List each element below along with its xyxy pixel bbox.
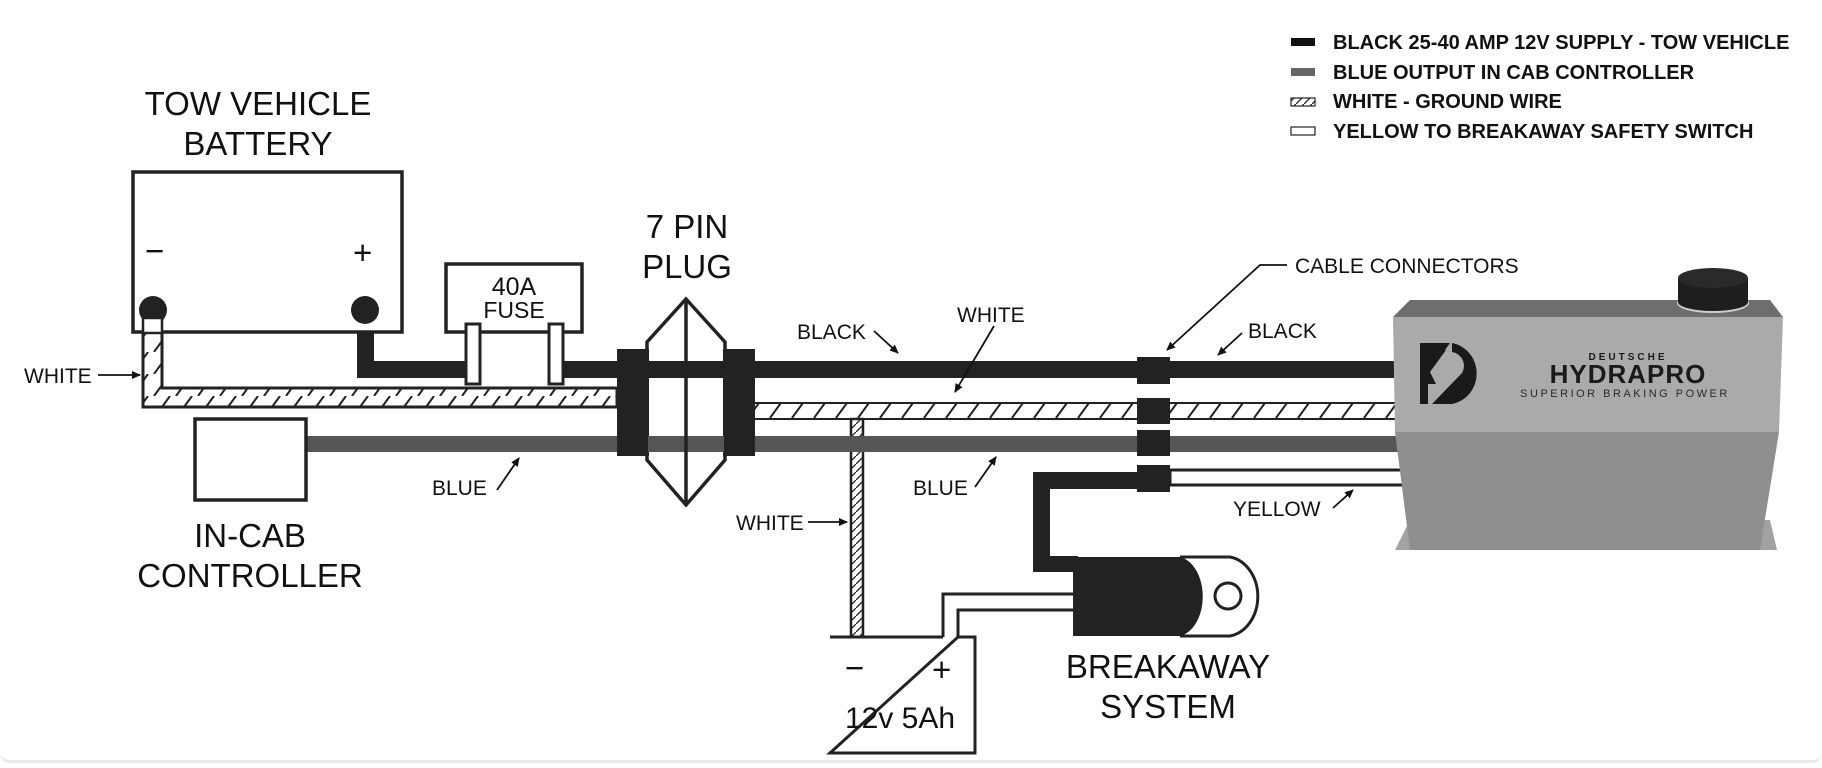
- small-battery-rating: 12v 5Ah: [845, 702, 955, 735]
- fuse-40a: 40A FUSE: [444, 262, 584, 386]
- label-black-right: BLACK: [1248, 320, 1317, 343]
- connector-yellow: [1137, 465, 1170, 492]
- black-wire-plug-to-unit: [750, 361, 1400, 378]
- legend-label-yellow: YELLOW TO BREAKAWAY SAFETY SWITCH: [1333, 121, 1753, 143]
- black-wire-fuse-to-plug: [556, 361, 621, 378]
- plug-title-2: PLUG: [642, 248, 732, 285]
- connector-blue: [1137, 430, 1170, 456]
- legend-label-white: WHITE - GROUND WIRE: [1333, 91, 1562, 113]
- blue-wire: [307, 436, 1402, 452]
- brand-tagline: SUPERIOR BRAKING POWER: [1520, 388, 1730, 400]
- tow-battery-pos-sign: +: [353, 234, 372, 271]
- legend: BLACK 25-40 AMP 12V SUPPLY - TOW VEHICLE…: [1290, 32, 1789, 143]
- legend-swatch-white: [1290, 97, 1316, 107]
- black-wire-battery-to-fuse: [357, 312, 470, 378]
- legend-label-black: BLACK 25-40 AMP 12V SUPPLY - TOW VEHICLE: [1333, 32, 1789, 54]
- breakaway-battery: − + 12v 5Ah: [826, 635, 977, 755]
- label-white-left: WHITE: [24, 365, 92, 388]
- legend-swatch-black: [1291, 38, 1315, 46]
- seven-pin-plug: 7 PIN PLUG: [617, 208, 755, 508]
- connector-black: [1137, 357, 1170, 384]
- legend-label-blue: BLUE OUTPUT IN CAB CONTROLLER: [1333, 62, 1695, 84]
- label-yellow: YELLOW: [1233, 498, 1321, 521]
- small-battery-pos-sign: +: [932, 651, 951, 688]
- legend-swatch-blue: [1291, 68, 1315, 76]
- connector-white: [1137, 398, 1170, 424]
- breakaway-pin-hole: [1213, 581, 1243, 611]
- breakaway-title-1: BREAKAWAY: [1066, 648, 1270, 685]
- controller-title-2: CONTROLLER: [137, 557, 363, 594]
- white-ground-wire-right: [752, 402, 1401, 420]
- label-black-mid: BLACK: [797, 321, 866, 344]
- label-blue-mid: BLUE: [913, 477, 968, 500]
- hydrapro-unit: DEUTSCHE HYDRAPRO SUPERIOR BRAKING POWER: [1393, 268, 1783, 550]
- controller-title-1: IN-CAB: [194, 517, 306, 554]
- black-wire-to-breakaway: [1033, 472, 1140, 572]
- tow-battery-neg-sign: −: [145, 232, 164, 269]
- label-white-mid: WHITE: [957, 304, 1025, 327]
- breakaway-title-2: SYSTEM: [1100, 688, 1236, 725]
- breakaway-switch: BREAKAWAY SYSTEM: [1066, 555, 1270, 725]
- label-blue-left: BLUE: [432, 477, 487, 500]
- wire-labels: WHITE BLUE BLACK WHITE WHITE BLUE CABLE …: [24, 255, 1519, 535]
- hydrapro-logo-icon: [1420, 343, 1477, 404]
- cable-connectors: [1137, 357, 1170, 492]
- fuse-leg-right: [547, 322, 565, 386]
- fuse-label-1: 40A: [492, 273, 537, 301]
- tow-battery-title-1: TOW VEHICLE: [145, 85, 372, 122]
- tow-battery-title-2: BATTERY: [183, 125, 332, 162]
- yellow-wire: [1168, 468, 1408, 487]
- label-white-drop: WHITE: [736, 512, 804, 535]
- in-cab-controller: IN-CAB CONTROLLER: [137, 417, 363, 594]
- brand-top: DEUTSCHE: [1588, 352, 1667, 363]
- label-cable-connectors: CABLE CONNECTORS: [1295, 255, 1519, 278]
- breakaway-battery-wire: [941, 592, 1075, 637]
- legend-swatch-yellow: [1290, 126, 1316, 136]
- tow-vehicle-battery: TOW VEHICLE BATTERY − +: [131, 85, 404, 335]
- brand-main: HYDRAPRO: [1550, 359, 1707, 389]
- plug-title-1: 7 PIN: [646, 208, 729, 245]
- fuse-leg-left: [464, 322, 482, 386]
- fuse-label-2: FUSE: [483, 297, 544, 323]
- tow-battery-pos-terminal: [351, 296, 379, 324]
- small-battery-neg-sign: −: [845, 649, 864, 686]
